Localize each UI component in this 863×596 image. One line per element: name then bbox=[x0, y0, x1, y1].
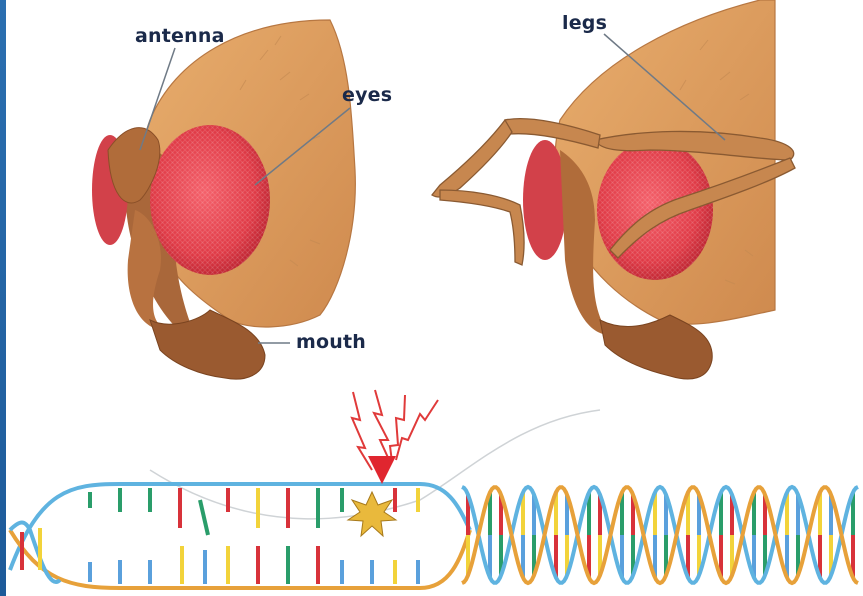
lower-strand bbox=[10, 530, 470, 588]
radiation-bolt bbox=[374, 390, 390, 462]
leg-upper-tarsus bbox=[432, 120, 512, 197]
mutation-arrow bbox=[368, 456, 396, 484]
rung bbox=[200, 500, 208, 535]
antenna-label: antenna bbox=[135, 25, 225, 47]
mutant-proboscis bbox=[600, 315, 712, 379]
eyes-label: eyes bbox=[342, 84, 392, 106]
mutant-fly-head bbox=[432, 0, 795, 379]
legs-label: legs bbox=[562, 12, 607, 34]
mouth-label: mouth bbox=[296, 331, 366, 353]
upper-strand bbox=[10, 484, 470, 570]
radiation-bolt bbox=[396, 400, 438, 460]
normal-fly-head bbox=[92, 20, 355, 379]
right-double-helix bbox=[462, 487, 858, 583]
dna-helix bbox=[10, 410, 858, 588]
dna-damage-star bbox=[348, 492, 396, 536]
leg-lower-segment bbox=[440, 190, 524, 265]
radiation-bolt bbox=[352, 392, 372, 470]
